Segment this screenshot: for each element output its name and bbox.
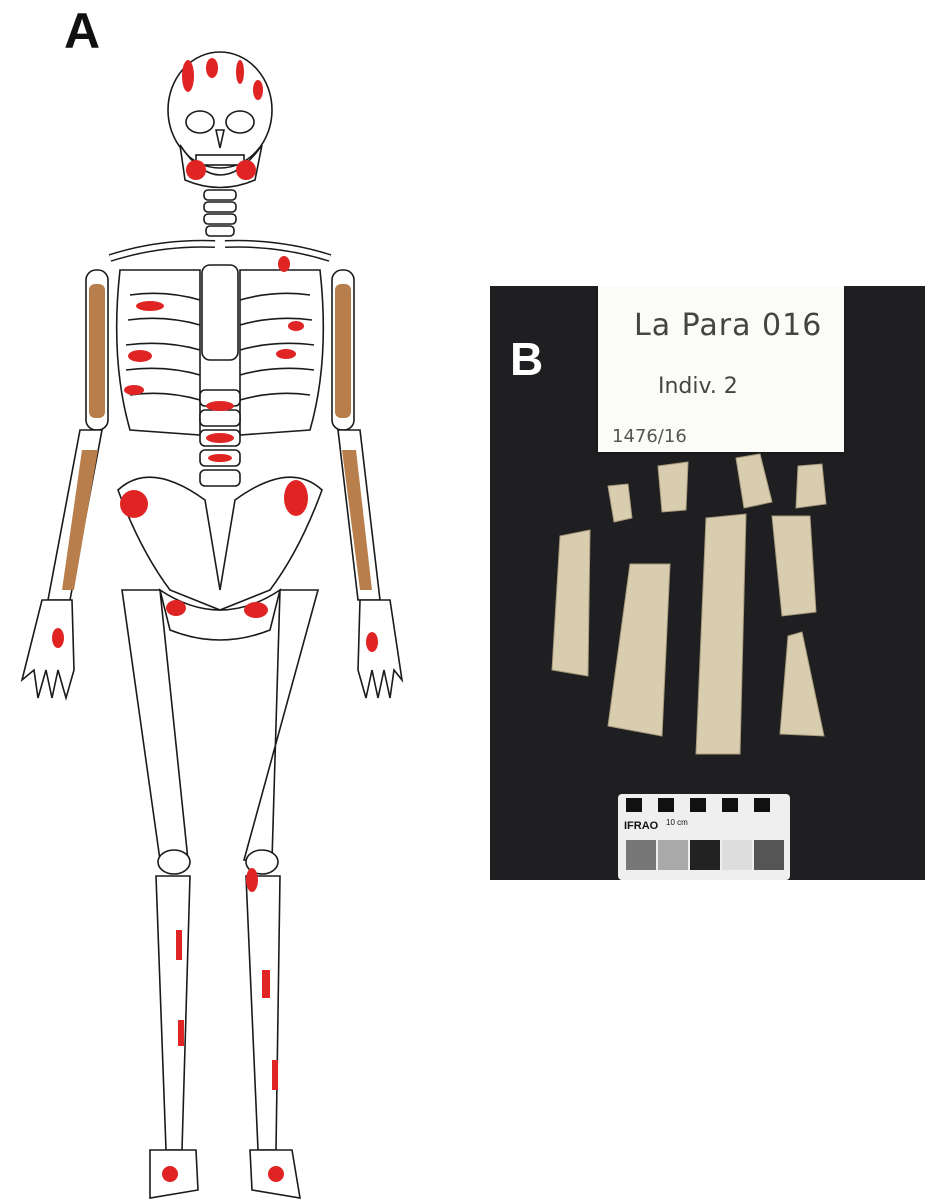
color-swatches: [618, 838, 790, 878]
bone-shaft-2: [608, 564, 670, 736]
bone-shaft-1: [552, 530, 590, 676]
scale-brand: IFRAO: [624, 820, 658, 832]
scale-checkerboard: [618, 794, 790, 818]
fragment-small-2: [658, 462, 688, 512]
bone-shaft-3: [696, 514, 746, 754]
right-tibia: [246, 876, 280, 1150]
fragment-small-3: [736, 454, 772, 508]
bone-fragment-pointed: [780, 632, 824, 736]
left-tibia: [156, 876, 190, 1150]
scale-length: 10 cm: [666, 818, 688, 827]
left-orbit: [186, 111, 214, 133]
bone-fragments-photo: La Para 016 Indiv. 2 1476/16 B IFRAO 10 …: [490, 286, 925, 880]
ribcage: [117, 270, 200, 435]
left-hand: [22, 600, 74, 698]
bone-fragment-large: [772, 516, 816, 616]
bone-fragments: [490, 286, 925, 880]
fragment-small-4: [796, 464, 826, 508]
ifrao-scale-card: IFRAO 10 cm: [618, 794, 790, 880]
right-hand: [358, 600, 402, 698]
right-orbit: [226, 111, 254, 133]
sternum: [202, 265, 238, 360]
fragment-small-1: [608, 484, 632, 522]
skeleton-diagram: [0, 30, 440, 1202]
